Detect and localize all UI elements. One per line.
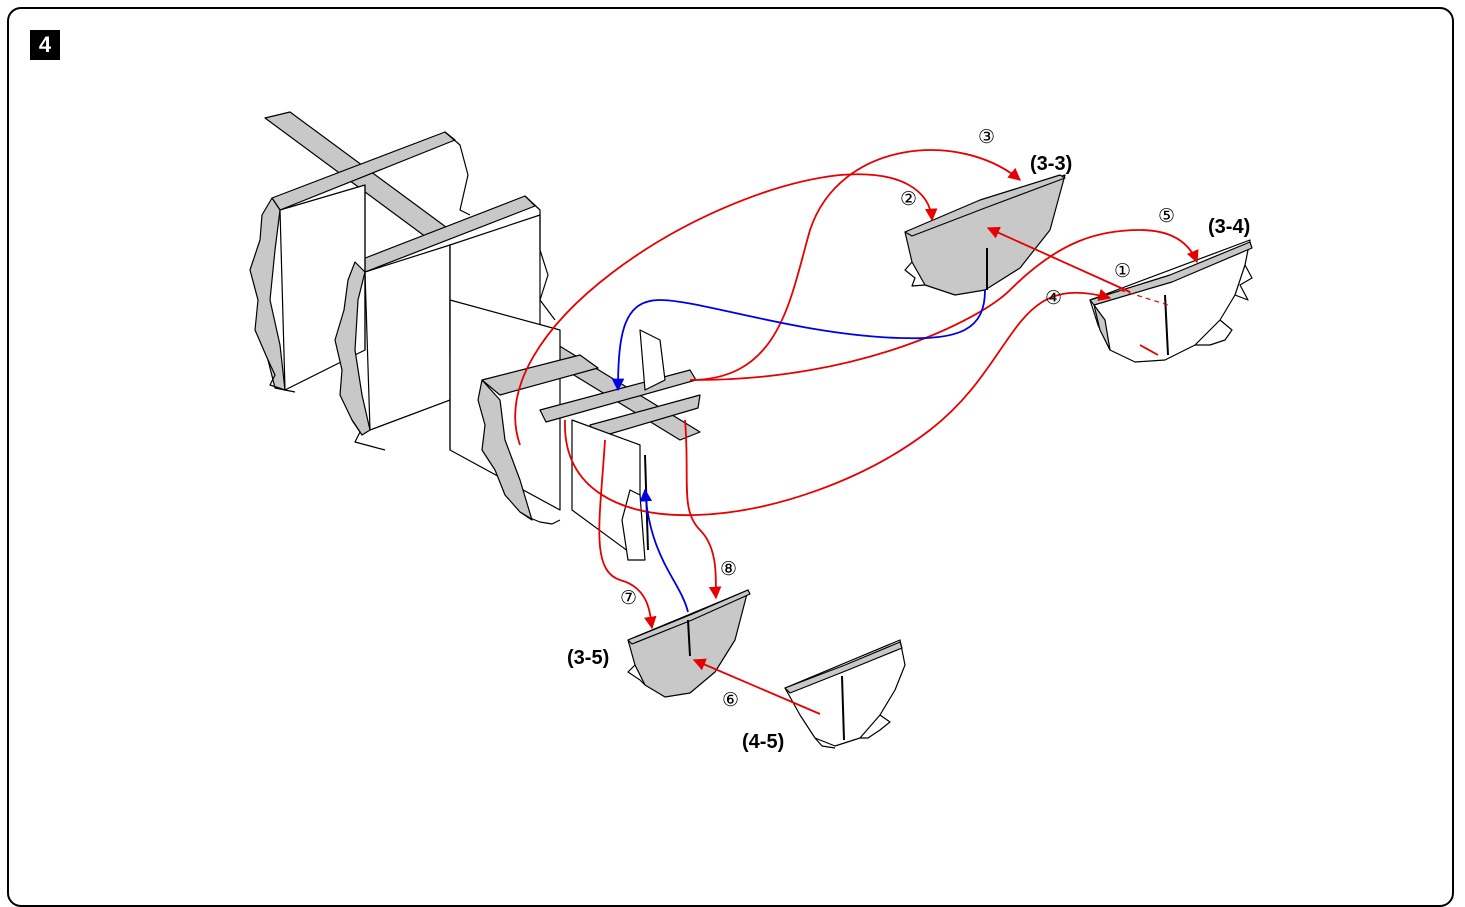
arrow-8 <box>684 419 722 600</box>
blue-arrows <box>611 289 986 613</box>
central-cross-assembly <box>481 329 701 561</box>
step-marker-1: ① <box>1114 260 1131 282</box>
part-3-4-shape <box>1089 239 1253 363</box>
label-part-3-5: (3-5) <box>567 647 609 669</box>
label-part-3-4: (3-4) <box>1208 216 1250 238</box>
rear-rim-right <box>444 131 471 216</box>
cross-upright <box>639 329 666 391</box>
main-assembly <box>249 111 701 525</box>
cross-left-arm <box>481 354 599 396</box>
step-marker-8: ⑧ <box>720 558 737 580</box>
mid-panel <box>364 244 451 431</box>
step-marker-5: ⑤ <box>1158 205 1175 227</box>
arrow-5 <box>695 229 1199 381</box>
step-marker-7: ⑦ <box>620 587 637 609</box>
front-rim-left <box>477 379 533 521</box>
blue-arrow-upper <box>611 289 986 392</box>
label-part-4-5: (4-5) <box>742 731 784 753</box>
arrow-7 <box>598 439 657 630</box>
rear-rim-left <box>249 197 286 391</box>
mid-rim-right <box>524 195 556 321</box>
red-arrows <box>514 149 1199 715</box>
step-marker-6: ⑥ <box>722 689 739 711</box>
blue-arrow-lower <box>639 488 689 613</box>
part-3-5-shape <box>627 589 751 698</box>
assembly-diagram: (3-3) (3-4) (3-5) (4-5) ① ② ③ ④ ⑤ ⑥ ⑦ ⑧ <box>249 111 1253 753</box>
arrow-3 <box>689 149 1021 381</box>
step-number-badge: 4 <box>30 30 60 60</box>
step-marker-4: ④ <box>1045 287 1062 309</box>
step-marker-3: ③ <box>978 126 995 148</box>
arrow-4 <box>564 288 1112 516</box>
part-4-5-shape <box>784 639 906 749</box>
arrow-2 <box>514 173 938 446</box>
arrow-1 <box>1139 344 1159 356</box>
label-part-3-3: (3-3) <box>1030 153 1072 175</box>
part-3-3-shape <box>904 174 1066 296</box>
step-marker-2: ② <box>900 188 917 210</box>
arrow-6 <box>692 658 821 715</box>
arrow-1-line <box>986 226 1131 293</box>
